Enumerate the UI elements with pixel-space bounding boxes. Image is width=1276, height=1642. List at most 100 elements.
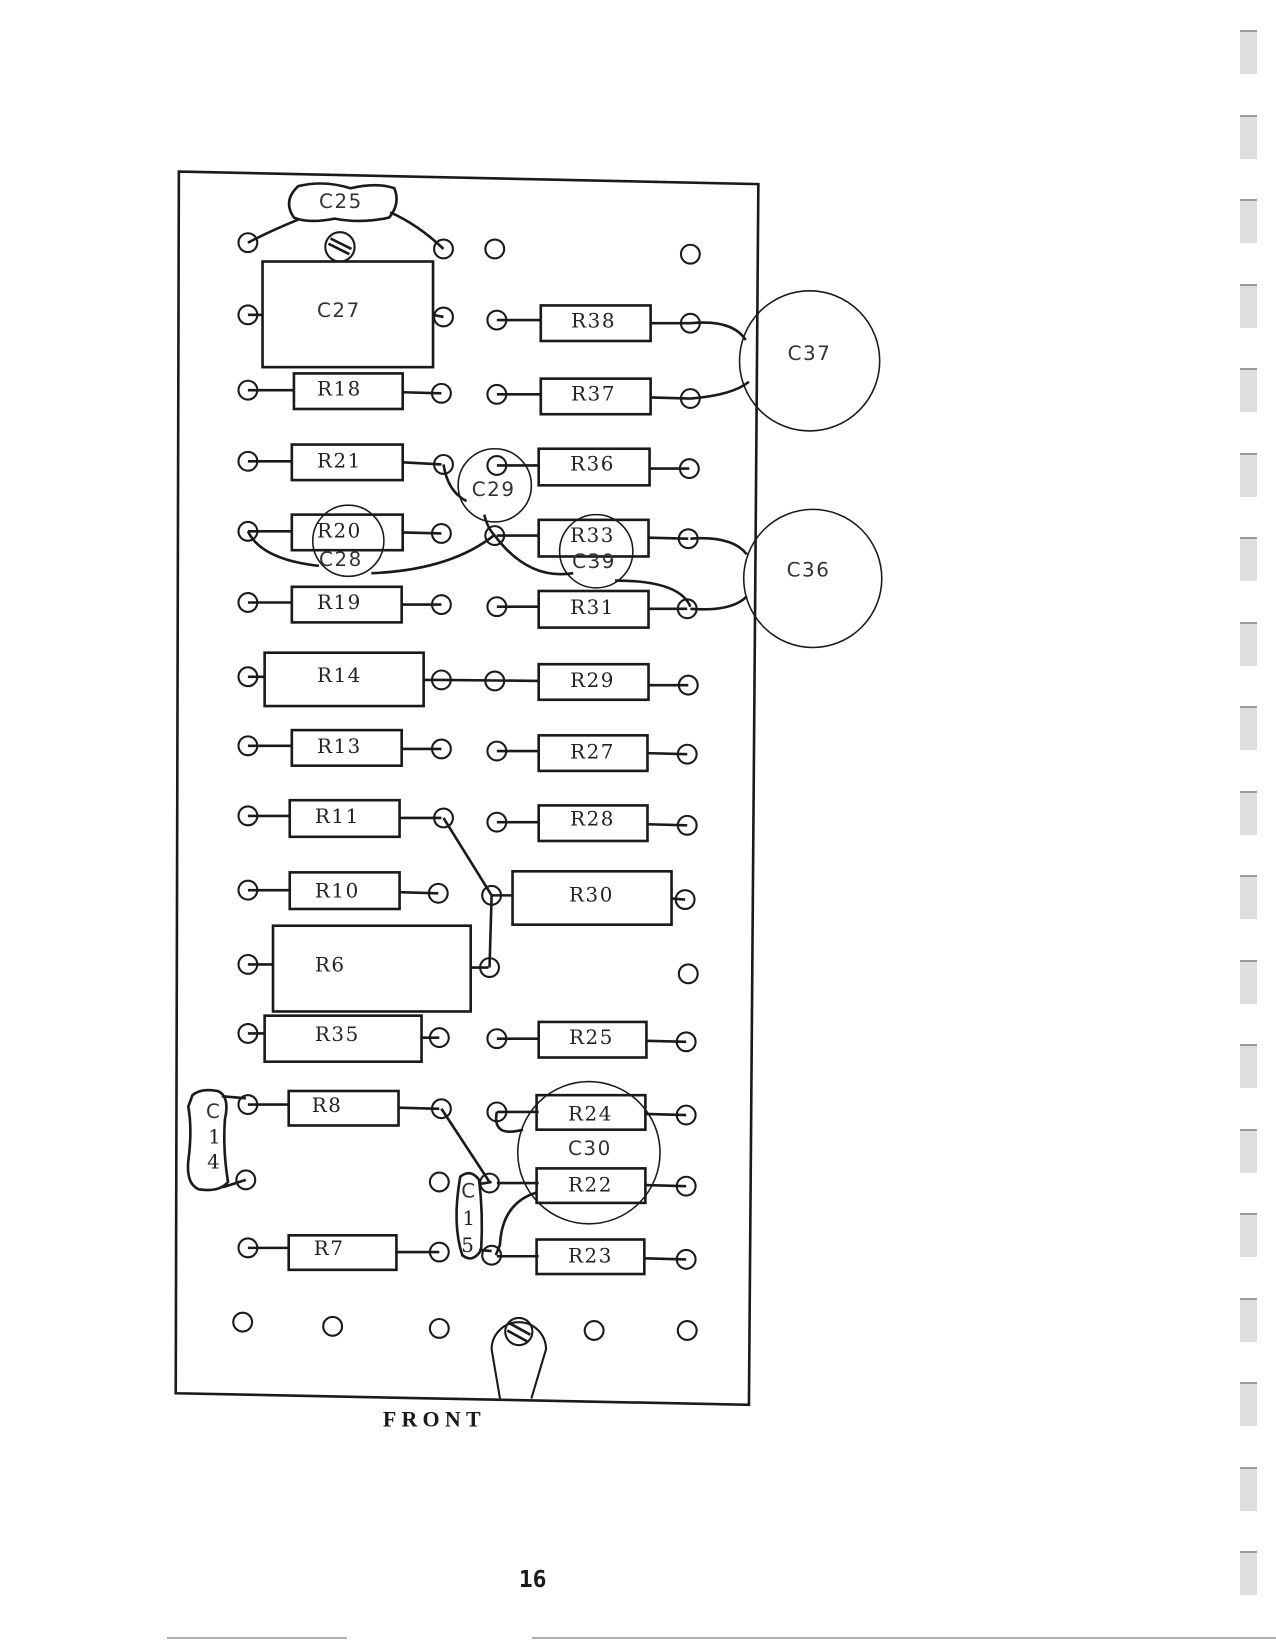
label-R13: R13 <box>317 735 362 758</box>
terminal-eyelet <box>679 243 701 265</box>
resistor-R6 <box>271 924 473 1013</box>
binder-tab <box>1240 283 1257 328</box>
label-R38: R38 <box>571 309 616 332</box>
binder-tab <box>1240 1213 1257 1257</box>
capacitor-C25 <box>287 182 398 223</box>
binder-tab <box>1240 199 1257 243</box>
resistor-R11 <box>288 798 401 839</box>
resistor-R23 <box>535 1238 646 1276</box>
resistor-R24 <box>535 1093 647 1131</box>
label-C29: C29 <box>472 478 516 501</box>
label-R37: R37 <box>571 383 616 406</box>
binder-tab <box>1240 959 1257 1004</box>
component-labels: C25 C27 R18 R21 R20 C28 R19 R14 R13 R11 … <box>206 190 832 1267</box>
label-C15-c: C <box>461 1180 476 1203</box>
label-R22: R22 <box>568 1173 613 1196</box>
resistor-R8 <box>287 1089 400 1127</box>
label-R31: R31 <box>570 596 615 619</box>
binder-tab <box>1240 368 1257 412</box>
label-R36: R36 <box>570 453 615 476</box>
binder-tab <box>1240 1382 1257 1426</box>
label-R28: R28 <box>570 807 615 830</box>
label-C14-4: 4 <box>207 1150 221 1173</box>
label-C39: C39 <box>572 550 616 573</box>
label-R10: R10 <box>315 879 360 902</box>
resistor-R29 <box>537 662 650 702</box>
terminal-eyelet <box>433 238 454 260</box>
resistor-R33 <box>537 518 650 558</box>
binder-tab <box>1240 537 1257 581</box>
resistor-R20 <box>290 513 405 552</box>
binder-tab <box>1240 875 1257 919</box>
capacitor-C36 <box>742 508 883 649</box>
mounting-screw-bottom <box>490 1316 548 1399</box>
capacitor-C28 <box>311 504 385 578</box>
capacitor-C14 <box>186 1088 230 1192</box>
label-R8: R8 <box>312 1094 343 1117</box>
label-R18: R18 <box>317 377 362 400</box>
resistor-R19 <box>290 585 403 624</box>
resistor-R13 <box>290 728 403 767</box>
capacitor-C30 <box>516 1080 661 1225</box>
resistor-R10 <box>288 871 401 911</box>
resistor-R28 <box>537 804 649 843</box>
board-outline <box>174 170 760 1407</box>
label-R33: R33 <box>570 524 615 547</box>
resistor-R36 <box>537 447 651 487</box>
resistor-R37 <box>539 377 652 416</box>
binder-tab <box>1240 790 1257 835</box>
label-C14-c: C <box>206 1100 221 1123</box>
binder-tab <box>1240 1466 1257 1511</box>
resistor-R7 <box>287 1234 398 1272</box>
label-R14: R14 <box>317 664 362 687</box>
capacitor-C27 <box>261 260 435 369</box>
page-number: 16 <box>519 1567 547 1593</box>
resistor-R14 <box>263 651 425 708</box>
terminal-eyelet <box>677 963 699 985</box>
label-R21: R21 <box>317 450 362 473</box>
label-R7: R7 <box>314 1237 345 1260</box>
terminal-eyelet <box>232 1311 254 1333</box>
resistor-R22 <box>535 1167 647 1205</box>
label-R11: R11 <box>315 805 360 828</box>
resistor-R31 <box>537 589 650 629</box>
label-C15-5: 5 <box>461 1234 475 1257</box>
label-R24: R24 <box>568 1102 613 1125</box>
label-R29: R29 <box>570 669 615 692</box>
binder-tab <box>1240 1044 1257 1088</box>
label-R25: R25 <box>569 1026 614 1049</box>
label-R27: R27 <box>570 740 615 763</box>
capacitor-C29 <box>457 447 533 523</box>
label-R30: R30 <box>569 884 614 907</box>
binder-tab <box>1240 30 1257 74</box>
bottom-rule-right <box>532 1637 1276 1639</box>
terminal-eyelet <box>428 1317 450 1339</box>
label-C27: C27 <box>317 299 361 322</box>
resistor-R30 <box>511 870 673 926</box>
label-C30: C30 <box>568 1137 612 1160</box>
binder-tab <box>1240 1297 1257 1342</box>
label-R35: R35 <box>315 1023 360 1046</box>
resistor-R38 <box>539 304 652 343</box>
resistor-R21 <box>290 443 405 482</box>
terminal-eyelet <box>322 1315 344 1337</box>
label-C37: C37 <box>788 342 832 365</box>
resistor-bodies <box>263 304 673 1276</box>
resistor-R27 <box>537 734 649 773</box>
label-C15-1: 1 <box>462 1207 476 1230</box>
binder-tab <box>1240 706 1257 750</box>
binder-tab <box>1240 452 1257 497</box>
terminal-eyelet <box>676 1320 698 1341</box>
capacitor-bodies <box>186 182 883 1260</box>
terminal-eyelet <box>428 1171 450 1193</box>
label-C36: C36 <box>787 558 831 581</box>
terminal-eyelet <box>583 1320 605 1341</box>
board-front-label: FRONT <box>383 1407 486 1432</box>
binder-tab <box>1240 1128 1257 1173</box>
binder-tab <box>1240 114 1257 159</box>
terminal-eyelet <box>484 238 506 260</box>
mounting-screw-top <box>324 231 356 263</box>
label-R6: R6 <box>315 954 346 977</box>
binder-tab <box>1240 621 1257 666</box>
